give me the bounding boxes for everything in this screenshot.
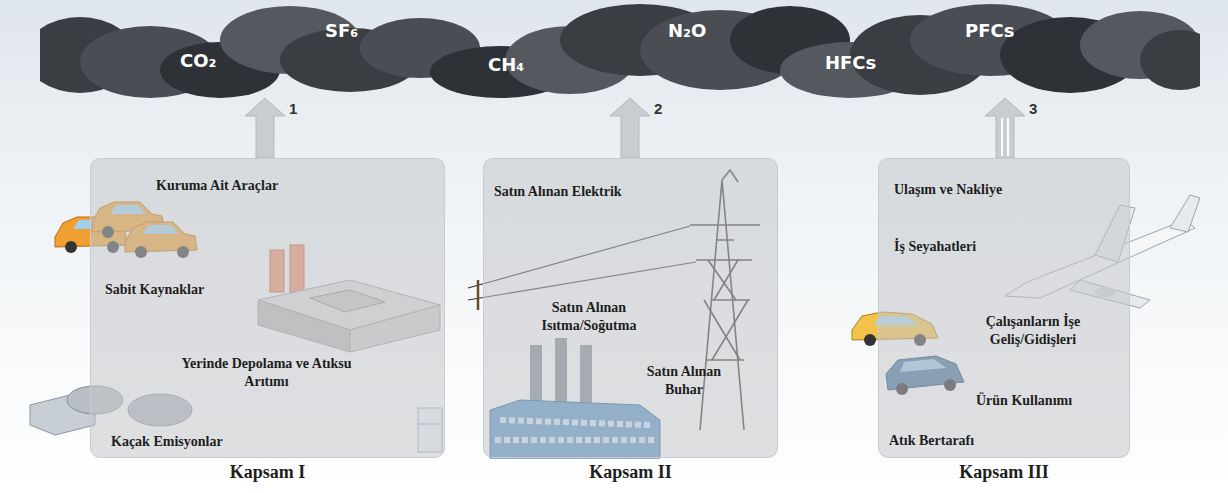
source-label: Çalışanların İşe Geliş/Gidişleri (963, 313, 1103, 349)
scope-arrow (985, 98, 1025, 158)
source-label: Satın Alınan Isıtma/Soğutma (519, 299, 659, 335)
source-label: Atık Bertarafı (889, 432, 974, 450)
source-label: Ulaşım ve Nakliye (894, 181, 1002, 199)
arrow-stripe (1002, 118, 1008, 156)
source-label: İş Seyahatleri (894, 238, 976, 256)
scope-number: 1 (289, 100, 297, 117)
scope-panel: Kapsam IIIUlaşım ve Nakliyeİş Seyahatler… (878, 158, 1130, 458)
source-label: Kaçak Emisyonlar (111, 433, 223, 451)
gas-label: CO₂ (180, 50, 216, 71)
scope-heading: Kapsam I (91, 462, 444, 483)
source-label: Ürün Kullanımı (976, 392, 1072, 410)
gas-label: SF₆ (325, 20, 358, 41)
scope-number: 2 (654, 100, 662, 117)
source-label: Satın Alınan Buhar (644, 363, 724, 399)
scope-number: 3 (1029, 100, 1037, 117)
scope-arrow (245, 98, 285, 158)
scope-heading: Kapsam III (879, 462, 1129, 483)
cloud-puff (1140, 30, 1200, 90)
source-label: Satın Alınan Elektrik (494, 183, 622, 201)
source-label: Sabit Kaynaklar (105, 281, 204, 299)
scope-heading: Kapsam II (484, 462, 777, 483)
source-label: Kuruma Ait Araçlar (156, 177, 278, 195)
gas-label: PFCs (965, 20, 1014, 41)
source-label: Yerinde Depolama ve Atıksu Arıtımı (179, 355, 354, 391)
scope-panel: Kapsam IKuruma Ait AraçlarSabit Kaynakla… (90, 158, 445, 458)
gas-label: HFCs (825, 52, 876, 73)
gas-label: CH₄ (488, 54, 524, 75)
scope-panel: Kapsam IISatın Alınan ElektrikSatın Alın… (483, 158, 778, 458)
cloud-band: CO₂ SF₆ CH₄ N₂O HFCs PFCs (40, 0, 1200, 100)
gas-label: N₂O (668, 20, 706, 41)
scope-arrow (610, 98, 650, 158)
